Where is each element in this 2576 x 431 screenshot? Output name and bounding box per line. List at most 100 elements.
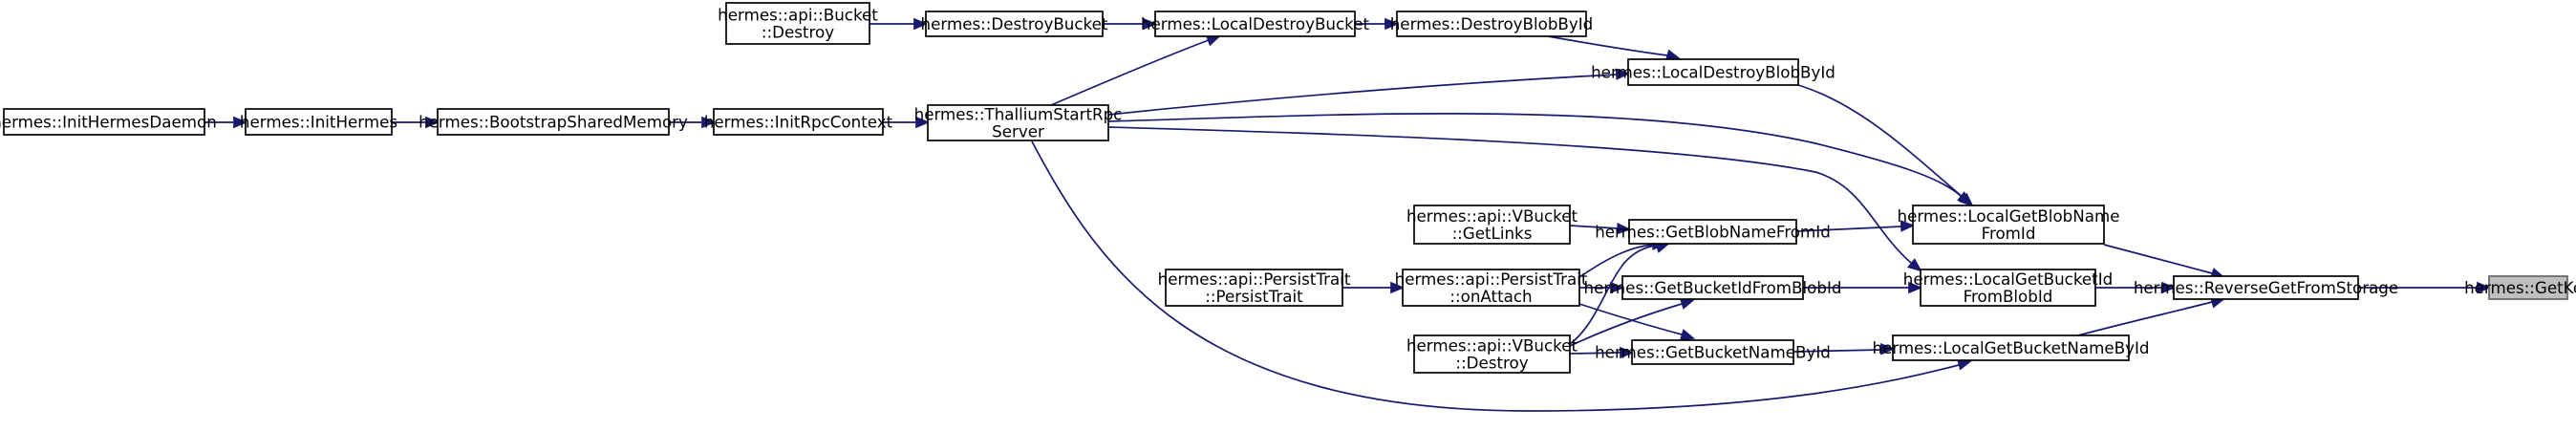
node-label-line: ::Destroy xyxy=(1455,354,1528,373)
edge-line xyxy=(1031,140,1960,412)
edge-arrowhead xyxy=(2161,281,2177,294)
edge-arrowhead xyxy=(1907,258,1922,272)
edge-line xyxy=(1569,244,1659,345)
node-destroyblob[interactable]: hermes::DestroyBlobById xyxy=(1390,11,1594,37)
call-edge-lgbucketid-to-reverse xyxy=(2095,281,2177,294)
call-edge-initrpc-to-thallium xyxy=(883,116,931,129)
edge-arrowhead xyxy=(913,17,929,31)
node-label-line: hermes::GetKey xyxy=(2464,278,2576,297)
node-label-line: FromBlobId xyxy=(1964,287,2053,306)
edge-line xyxy=(2077,301,2213,336)
node-initdaemon[interactable]: hermes::InitHermesDaemon xyxy=(0,108,217,136)
call-edge-vbgetlinks-to-getblobname xyxy=(1569,222,1632,235)
call-edge-thallium-to-ldestroyblob xyxy=(1107,68,1631,116)
call-edge-inithermes-to-bootstrap xyxy=(392,116,440,129)
call-edge-onattach-to-getblobname xyxy=(1578,238,1667,278)
node-box xyxy=(245,108,393,136)
edge-line xyxy=(1792,349,1882,353)
node-box xyxy=(1396,11,1587,37)
node-persisttrait[interactable]: hermes::api::PersistTrait::PersistTrait xyxy=(1158,269,1351,307)
node-box xyxy=(1892,334,2130,361)
node-box xyxy=(1413,205,1571,245)
node-label-line: hermes::InitHermes xyxy=(240,113,397,132)
node-label-line: hermes::GetBucketNameById xyxy=(1595,343,1831,362)
node-box xyxy=(1631,339,1794,365)
node-ldestroyblob[interactable]: hermes::LocalDestroyBlobById xyxy=(1591,58,1835,86)
call-edge-destroyblob-to-ldestroyblob xyxy=(1547,35,1682,61)
node-label-line: hermes::ThalliumStartRpc xyxy=(914,105,1123,124)
node-box xyxy=(1165,269,1343,307)
edge-line xyxy=(1107,113,1962,197)
node-bootstrap[interactable]: hermes::BootstrapSharedMemory xyxy=(419,108,688,136)
edge-arrowhead xyxy=(425,116,440,129)
node-onattach[interactable]: hermes::api::PersistTrait::onAttach xyxy=(1395,269,1588,307)
call-edge-getbucketid-to-lgbucketid xyxy=(1803,281,1923,294)
call-edge-getblobname-to-lgbname xyxy=(1795,220,1916,232)
node-box xyxy=(3,108,205,136)
node-label-line: hermes::LocalGetBucketNameById xyxy=(1872,338,2149,357)
node-label-line: hermes::DestroyBlobById xyxy=(1390,14,1594,33)
call-edge-getbucketname-to-lgbucketname xyxy=(1792,342,1896,356)
node-box xyxy=(1154,11,1356,37)
node-label-line: hermes::api::VBucket xyxy=(1406,336,1578,356)
call-edge-onattach-to-getbucketname xyxy=(1578,303,1696,341)
call-edge-lgbucketname-to-reverse xyxy=(2077,296,2226,336)
edge-line xyxy=(1569,303,1683,347)
node-label-line: hermes::LocalGetBlobName xyxy=(1898,206,2120,226)
edge-line xyxy=(1107,126,1912,264)
node-vbdestroy[interactable]: hermes::api::VBucket::Destroy xyxy=(1406,334,1578,374)
node-getkey[interactable]: hermes::GetKey xyxy=(2464,275,2576,300)
edge-arrowhead xyxy=(2477,281,2492,294)
call-edge-vbdestroy-to-getbucketname xyxy=(1569,346,1635,359)
edge-line xyxy=(1797,84,1964,199)
call-edge-bucketdestroy-to-destroybucket xyxy=(869,17,929,31)
edge-line xyxy=(1795,226,1902,232)
function-nodes: hermes::GetKey hermes::ReverseGetFromStor… xyxy=(0,2,2576,374)
node-vbgetlinks[interactable]: hermes::api::VBucket::GetLinks xyxy=(1406,205,1578,245)
call-edge-persisttrait-to-onattach xyxy=(1342,281,1406,294)
node-box xyxy=(1402,269,1580,307)
edge-arrowhead xyxy=(1610,281,1625,294)
edge-arrowhead xyxy=(1679,297,1696,310)
node-label-line: ::PersistTrait xyxy=(1205,287,1303,306)
node-lgbucketname[interactable]: hermes::LocalGetBucketNameById xyxy=(1872,334,2150,361)
node-box xyxy=(1621,275,1804,300)
call-edge-destroybucket-to-ldestroybucket xyxy=(1103,17,1158,31)
node-getblobname[interactable]: hermes::GetBlobNameFromId xyxy=(1595,219,1831,245)
node-box xyxy=(1627,58,1799,86)
node-label-line: hermes::GetBlobNameFromId xyxy=(1595,223,1831,242)
node-destroybucket[interactable]: hermes::DestroyBucket xyxy=(921,11,1108,37)
edge-line xyxy=(1569,352,1621,355)
node-label-line: hermes::LocalDestroyBlobById xyxy=(1591,63,1835,82)
edge-arrowhead xyxy=(1390,281,1406,294)
call-edge-onattach-to-getbucketid xyxy=(1579,281,1625,294)
node-box xyxy=(1920,269,2096,307)
node-box xyxy=(437,108,670,136)
node-label-line: hermes::DestroyBucket xyxy=(921,14,1108,33)
node-inithermes[interactable]: hermes::InitHermes xyxy=(240,108,397,136)
node-getbucketid[interactable]: hermes::GetBucketIdFromBlobId xyxy=(1584,275,1842,300)
node-box xyxy=(1413,334,1571,374)
edge-arrowhead xyxy=(1615,68,1631,80)
node-label-line: hermes::InitRpcContext xyxy=(704,113,893,132)
node-bucketdestroy[interactable]: hermes::api::Bucket::Destroy xyxy=(718,2,878,45)
node-ldestroybucket[interactable]: hermes::LocalDestroyBucket xyxy=(1141,11,1370,37)
edge-arrowhead xyxy=(1143,17,1158,31)
node-getbucketname[interactable]: hermes::GetBucketNameById xyxy=(1595,339,1831,365)
edge-arrowhead xyxy=(1679,329,1696,341)
call-edge-ldestroybucket-to-destroyblob xyxy=(1355,17,1400,31)
node-reverse[interactable]: hermes::ReverseGetFromStorage xyxy=(2134,275,2398,300)
call-edge-lgbname-to-reverse xyxy=(2103,244,2226,280)
edge-arrowhead xyxy=(233,116,248,129)
node-label-line: hermes::api::VBucket xyxy=(1406,206,1578,226)
node-box xyxy=(2488,275,2568,300)
node-initrpc[interactable]: hermes::InitRpcContext xyxy=(704,108,893,136)
node-box xyxy=(725,2,870,45)
node-label-line: hermes::api::Bucket xyxy=(718,6,878,25)
edge-line xyxy=(1050,39,1210,106)
edge-arrowhead xyxy=(1956,358,1973,371)
